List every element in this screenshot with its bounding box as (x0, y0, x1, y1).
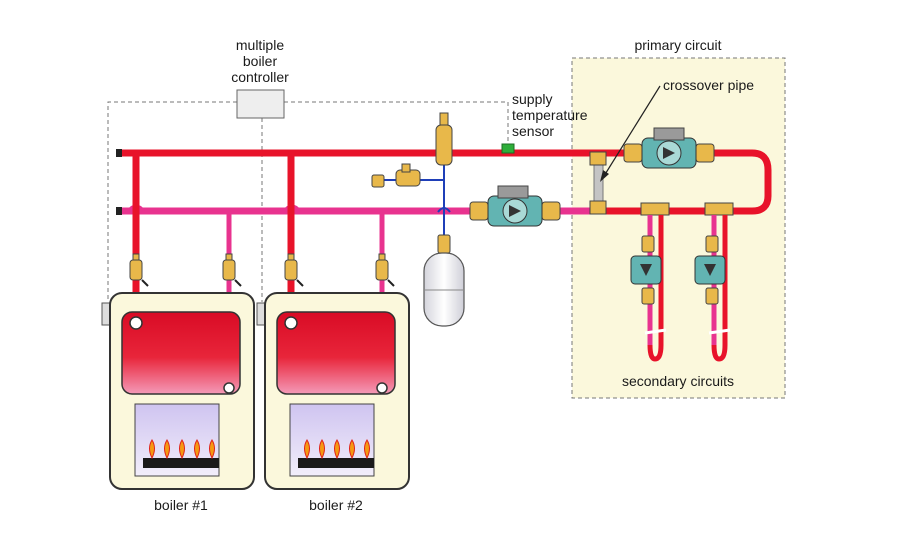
boiler-2-label: boiler #2 (309, 497, 363, 513)
sensor-label-line1: supply (512, 91, 552, 107)
secondary-circuit-2 (694, 202, 734, 362)
secondary-circuits-label: secondary circuits (622, 373, 734, 389)
makeup-water-assembly (371, 162, 451, 254)
secondary-circuit-1 (630, 202, 670, 362)
boiler-2 (256, 292, 410, 490)
primary-circulator (623, 127, 715, 169)
boiler-isolation-valves (129, 253, 395, 287)
supply-temperature-sensor (501, 143, 515, 154)
system-circulator (469, 185, 561, 227)
boiler-1 (101, 292, 255, 490)
crossover-pointer (600, 85, 661, 182)
expansion-tank (423, 252, 465, 327)
air-separator (435, 112, 453, 166)
primary-circuit-label: primary circuit (634, 37, 721, 53)
primary-circuit-zone (571, 57, 786, 399)
controller-label-line3: controller (231, 69, 289, 85)
boiler-controller-box (236, 89, 285, 119)
crossover-pipe-label: crossover pipe (663, 77, 754, 93)
controller-label-line1: multiple (236, 37, 284, 53)
boiler-1-label: boiler #1 (154, 497, 208, 513)
controller-label-line2: boiler (243, 53, 278, 69)
sensor-label-line3: sensor (512, 123, 554, 139)
sensor-label-line2: temperature (512, 107, 588, 123)
crossover-pipe (589, 151, 607, 215)
